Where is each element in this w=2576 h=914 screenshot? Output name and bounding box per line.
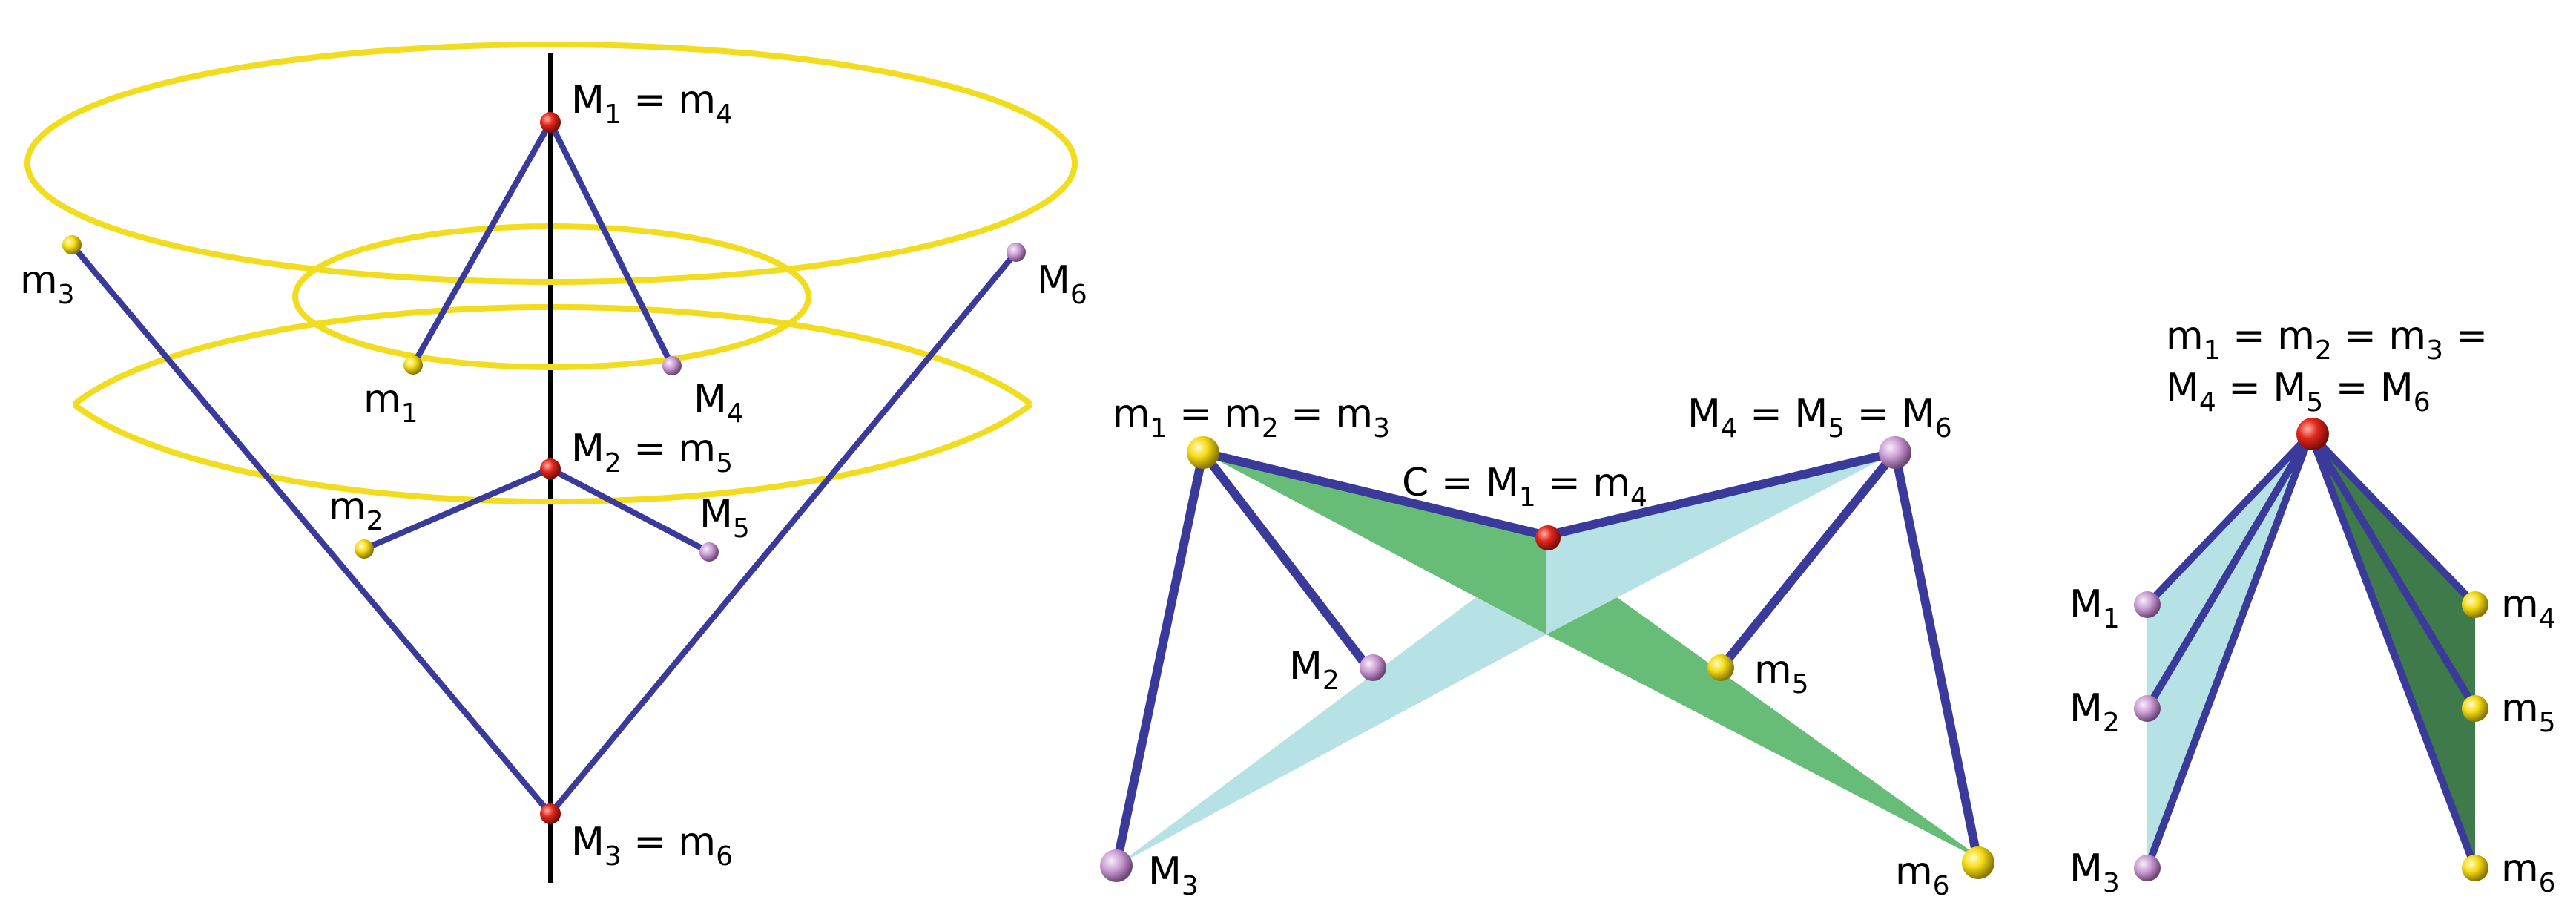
left-nodes bbox=[62, 112, 1026, 824]
node-m3 bbox=[62, 235, 82, 254]
rod-top-left-to-M3 bbox=[1112, 448, 1208, 870]
middle-ring-front bbox=[72, 401, 1033, 505]
face-cyan-left bbox=[1116, 597, 1546, 866]
left-labels: M1 = m4 M2 = m5 M3 = m6 m3 M6 m1 M4 m2 bbox=[20, 78, 1087, 872]
middle-nodes bbox=[1100, 436, 1994, 882]
rod-apex-M1 bbox=[2144, 430, 2314, 608]
label-m1-m2-m3: m1 = m2 = m3 bbox=[1113, 392, 1390, 444]
rod-top-left-to-C bbox=[1199, 448, 1551, 540]
rod-C-to-top-right bbox=[1542, 448, 1900, 540]
rod-top-right-to-m5 bbox=[1718, 448, 1900, 671]
label-M6: M6 bbox=[1037, 258, 1087, 310]
node-m6-right bbox=[2462, 855, 2488, 881]
face-green-right bbox=[1546, 597, 1989, 864]
node-M3 bbox=[1100, 849, 1133, 882]
node-M2 bbox=[540, 458, 561, 479]
right-nodes bbox=[2134, 418, 2488, 881]
node-M6 bbox=[1007, 243, 1026, 262]
right-panel: m1 = m2 = m3 = M4 = M5 = M6 M1 M2 M3 m4 … bbox=[2069, 314, 2556, 898]
label-m6-mid: m6 bbox=[1895, 849, 1950, 901]
label-M1-right: M1 bbox=[2069, 582, 2120, 634]
rod-m3-M3 bbox=[69, 242, 553, 817]
node-apex bbox=[2296, 418, 2329, 450]
node-m1m2m3 bbox=[1187, 436, 1219, 469]
label-right-line1: m1 = m2 = m3 = bbox=[2166, 314, 2488, 366]
node-m6 bbox=[1962, 846, 1994, 879]
node-M4M5M6 bbox=[1879, 436, 1911, 469]
right-labels: m1 = m2 = m3 = M4 = M5 = M6 M1 M2 M3 m4 … bbox=[2069, 314, 2556, 898]
rod-m2-M2 bbox=[361, 466, 553, 552]
rod-apex-m4 bbox=[2307, 430, 2479, 608]
rod-M1-M4 bbox=[547, 119, 675, 369]
node-C bbox=[1535, 525, 1561, 550]
face-green-left bbox=[1203, 453, 1546, 634]
node-M2-right bbox=[2134, 695, 2161, 722]
node-m2 bbox=[355, 539, 374, 559]
label-M3-mid: M3 bbox=[1148, 849, 1199, 901]
node-m5-right bbox=[2462, 695, 2488, 722]
middle-labels: m1 = m2 = m3 M4 = M5 = M6 C = M1 = m4 M2… bbox=[1113, 392, 1952, 901]
label-M3-right: M3 bbox=[2069, 846, 2120, 898]
label-M2-right: M2 bbox=[2069, 686, 2120, 738]
node-m5 bbox=[1707, 654, 1734, 681]
label-M3-m6: M3 = m6 bbox=[571, 820, 733, 872]
label-M5: M5 bbox=[699, 492, 750, 544]
label-M4: M4 bbox=[694, 377, 744, 429]
label-M1-m4: M1 = m4 bbox=[571, 78, 733, 130]
node-m1 bbox=[403, 355, 423, 375]
label-m5-mid: m5 bbox=[1754, 648, 1809, 700]
rod-M5-M2 bbox=[547, 466, 712, 555]
label-m1: m1 bbox=[363, 377, 418, 429]
rod-M1-m1 bbox=[410, 119, 553, 368]
label-m4-right: m4 bbox=[2501, 582, 2556, 634]
rod-top-left-to-M2 bbox=[1199, 448, 1371, 671]
node-M3-right bbox=[2134, 855, 2161, 881]
left-panel: M1 = m4 M2 = m5 M3 = m6 m3 M6 m1 M4 m2 bbox=[20, 42, 1087, 883]
label-right-line2: M4 = M5 = M6 bbox=[2166, 366, 2431, 418]
node-m4-right bbox=[2462, 591, 2488, 618]
node-M1-right bbox=[2134, 591, 2161, 618]
label-m6-right: m6 bbox=[2501, 846, 2556, 898]
top-ring-back bbox=[24, 42, 1078, 164]
rod-apex-m6 bbox=[2307, 430, 2479, 872]
node-M2 bbox=[1360, 654, 1386, 681]
label-C-M1-m4: C = M1 = m4 bbox=[1402, 461, 1647, 513]
left-rods bbox=[69, 119, 1019, 817]
node-M3 bbox=[540, 803, 561, 824]
label-m3: m3 bbox=[20, 258, 75, 310]
node-M1 bbox=[540, 112, 561, 133]
label-M2-m5: M2 = m5 bbox=[571, 427, 733, 479]
rod-top-right-to-m6 bbox=[1891, 448, 1983, 867]
right-faces bbox=[2147, 434, 2475, 868]
rod-M6-M3 bbox=[547, 249, 1019, 817]
face-cyan-right bbox=[1546, 453, 1895, 634]
rod-apex-M3 bbox=[2144, 430, 2314, 872]
label-m5-right: m5 bbox=[2501, 686, 2556, 738]
middle-faces bbox=[1116, 453, 1989, 866]
top-ring-front bbox=[24, 162, 1078, 285]
right-rods bbox=[2144, 430, 2479, 872]
rod-apex-m5 bbox=[2307, 430, 2479, 712]
node-M4 bbox=[662, 356, 682, 375]
label-m2: m2 bbox=[329, 484, 383, 536]
node-M5 bbox=[699, 542, 719, 562]
middle-panel: m1 = m2 = m3 M4 = M5 = M6 C = M1 = m4 M2… bbox=[1100, 392, 1994, 901]
middle-rods bbox=[1112, 448, 1983, 870]
label-M2-mid: M2 bbox=[1289, 644, 1340, 696]
left-rings-front bbox=[24, 162, 1078, 505]
small-ring-front bbox=[292, 296, 811, 370]
rod-apex-M2 bbox=[2144, 430, 2314, 712]
label-M4-M5-M6: M4 = M5 = M6 bbox=[1687, 392, 1952, 444]
